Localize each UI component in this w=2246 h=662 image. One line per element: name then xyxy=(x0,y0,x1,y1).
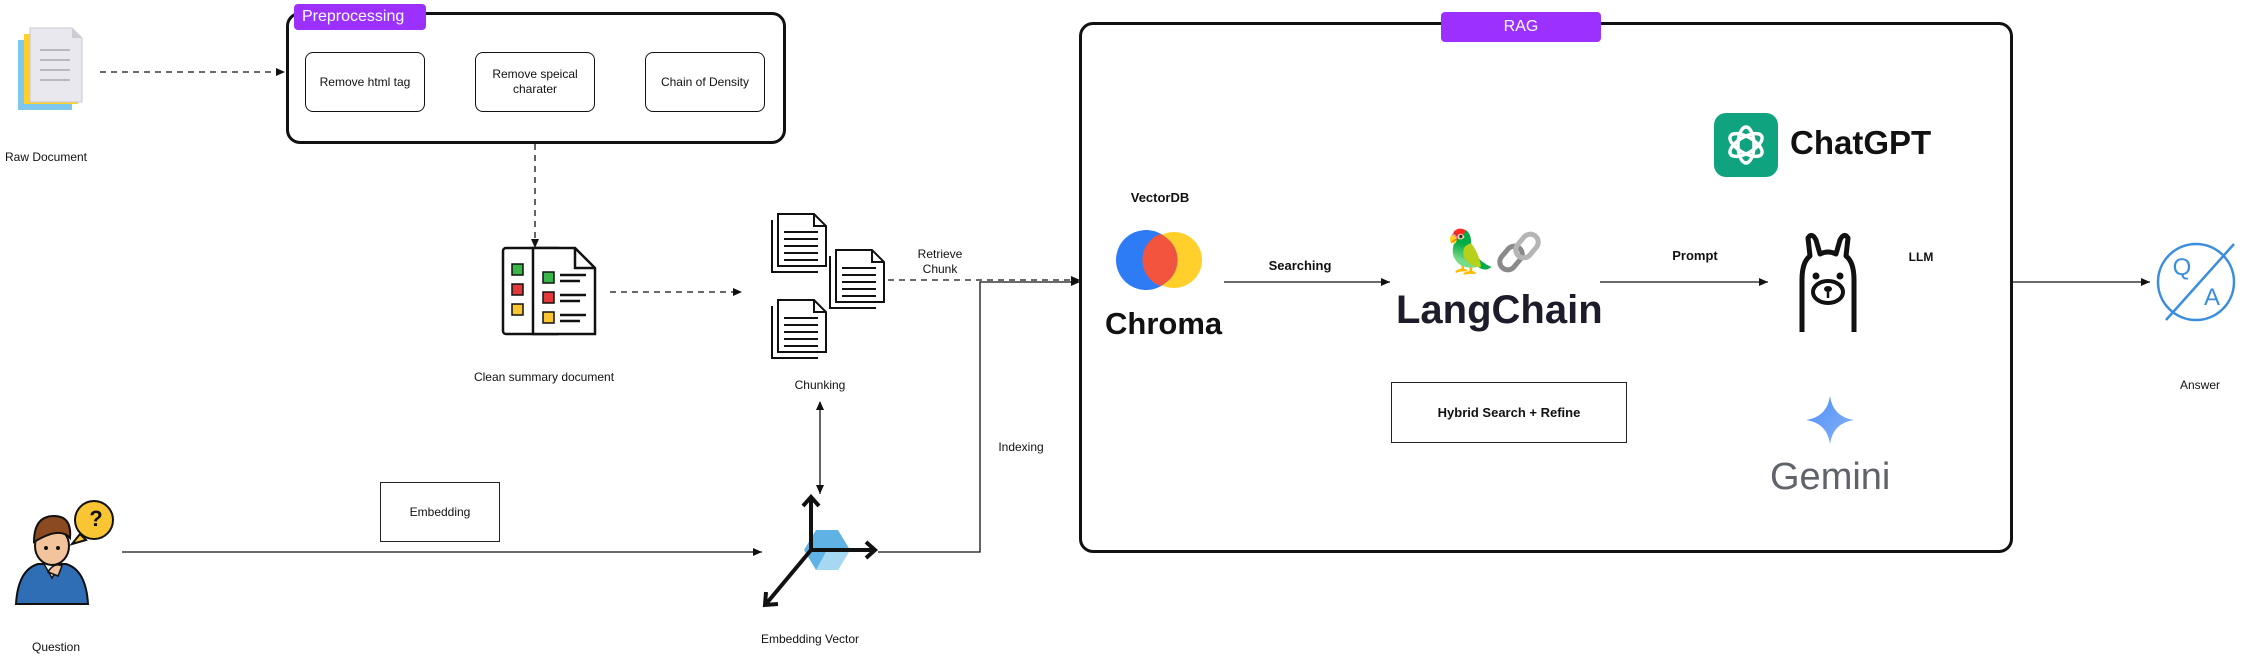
llm-label: LLM xyxy=(1908,250,1934,264)
preprocessing-title: Preprocessing xyxy=(294,4,426,30)
chroma-wordmark: Chroma xyxy=(1105,306,1223,341)
edge-indexing xyxy=(878,278,1080,553)
preprocessing-group xyxy=(286,12,786,144)
chunking-label: Chunking xyxy=(794,378,846,392)
chroma-logo-icon xyxy=(1116,230,1202,290)
step-remove-special: Remove speical charater xyxy=(475,52,595,112)
qa-q-glyph: Q xyxy=(2172,254,2192,281)
question-mark-glyph: ? xyxy=(89,506,103,531)
parrot-icon: 🦜 xyxy=(1444,228,1497,275)
chatgpt-logo-icon xyxy=(1714,113,1778,177)
qa-answer-icon xyxy=(2156,242,2236,322)
step-remove-html: Remove html tag xyxy=(305,52,425,112)
chunking-icon xyxy=(771,213,885,359)
raw-document-label: Raw Document xyxy=(4,150,88,164)
qa-a-glyph: A xyxy=(2203,284,2220,311)
gemini-wordmark: Gemini xyxy=(1770,456,1891,498)
raw-document-icon xyxy=(18,27,83,110)
clean-summary-label: Clean summary document xyxy=(473,370,615,384)
answer-label: Answer xyxy=(2179,378,2220,392)
rag-title: RAG xyxy=(1441,12,1601,42)
summary-document-icon xyxy=(501,246,597,336)
langchain-wordmark: LangChain xyxy=(1396,288,1603,332)
embedding-vector-label: Embedding Vector xyxy=(760,632,860,646)
question-person-icon xyxy=(14,500,114,605)
vectordb-label: VectorDB xyxy=(1130,190,1190,205)
chatgpt-wordmark: ChatGPT xyxy=(1790,124,1932,161)
retrieve-chunk-label: Retrieve Chunk xyxy=(917,247,963,276)
embedding-vector-icon xyxy=(762,494,879,608)
ollama-llama-icon xyxy=(1799,232,1857,332)
embedding-box: Embedding xyxy=(380,482,500,542)
gemini-spark-icon xyxy=(1806,396,1854,444)
prompt-label: Prompt xyxy=(1672,248,1718,263)
chain-link-icon xyxy=(1497,231,1541,273)
indexing-label: Indexing xyxy=(998,440,1044,454)
question-label: Question xyxy=(31,640,81,654)
hybrid-search-box: Hybrid Search + Refine xyxy=(1391,382,1627,443)
step-chain-of-density: Chain of Density xyxy=(645,52,765,112)
searching-label: Searching xyxy=(1268,258,1332,273)
